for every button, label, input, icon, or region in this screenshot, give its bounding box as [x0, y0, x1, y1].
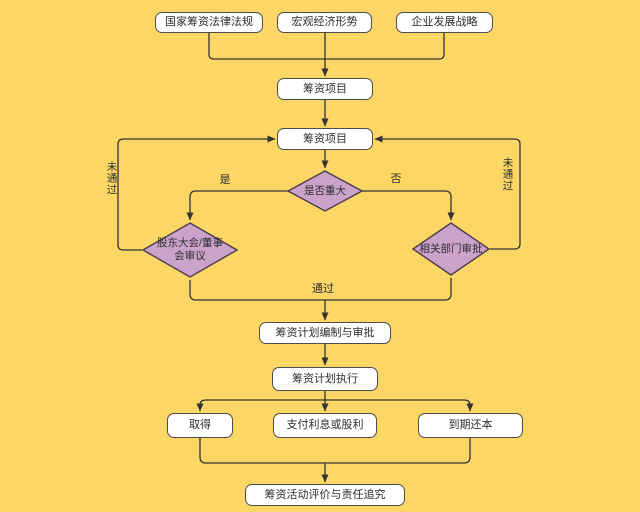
decision-department-approval: 相关部门审批 — [412, 222, 490, 276]
edge-label-fail-right: 未通过 — [501, 156, 514, 192]
node-label: 到期还本 — [448, 419, 493, 432]
node-pay-interest-dividends: 支付利息或股利 — [273, 413, 377, 438]
node-plan-execution: 筹资计划执行 — [272, 367, 378, 391]
node-plan-preparation: 筹资计划编制与审批 — [259, 322, 391, 344]
node-financing-project-1: 筹资项目 — [277, 78, 373, 100]
node-label: 国家筹资法律法规 — [165, 16, 253, 29]
node-enterprise-strategy: 企业发展战略 — [396, 12, 493, 33]
node-evaluation-accountability: 筹资活动评价与责任追究 — [245, 484, 405, 506]
node-label: 取得 — [189, 419, 211, 432]
node-label: 筹资项目 — [303, 132, 347, 145]
node-label: 筹资计划编制与审批 — [275, 326, 375, 339]
node-label: 筹资项目 — [303, 82, 347, 95]
node-label: 相关部门审批 — [419, 242, 483, 255]
diamond-shape — [412, 222, 490, 276]
node-financing-laws: 国家筹资法律法规 — [155, 12, 263, 33]
node-label: 筹资活动评价与责任追究 — [264, 488, 386, 501]
decision-is-major: 是否重大 — [287, 170, 363, 212]
decision-board-review: 股东大会/董事会审议 — [142, 222, 238, 278]
node-label: 是否重大 — [304, 184, 346, 197]
node-label: 筹资计划执行 — [292, 372, 358, 385]
node-obtain: 取得 — [167, 413, 233, 438]
diamond-shape — [287, 170, 363, 212]
node-label: 股东大会/董事会审议 — [157, 237, 223, 262]
edge-label-no: 否 — [390, 173, 402, 185]
diamond-shape — [142, 222, 238, 278]
node-financing-project-2: 筹资项目 — [277, 128, 373, 150]
edge-label-pass: 通过 — [312, 283, 334, 295]
node-macro-economy: 宏观经济形势 — [277, 12, 372, 33]
node-repay-principal: 到期还本 — [418, 413, 523, 438]
edge-label-yes: 是 — [219, 174, 231, 186]
node-label: 企业发展战略 — [411, 16, 478, 29]
node-label: 宏观经济形势 — [291, 16, 358, 29]
node-label: 支付利息或股利 — [286, 419, 364, 432]
edge-label-fail-left: 未通过 — [105, 160, 118, 196]
